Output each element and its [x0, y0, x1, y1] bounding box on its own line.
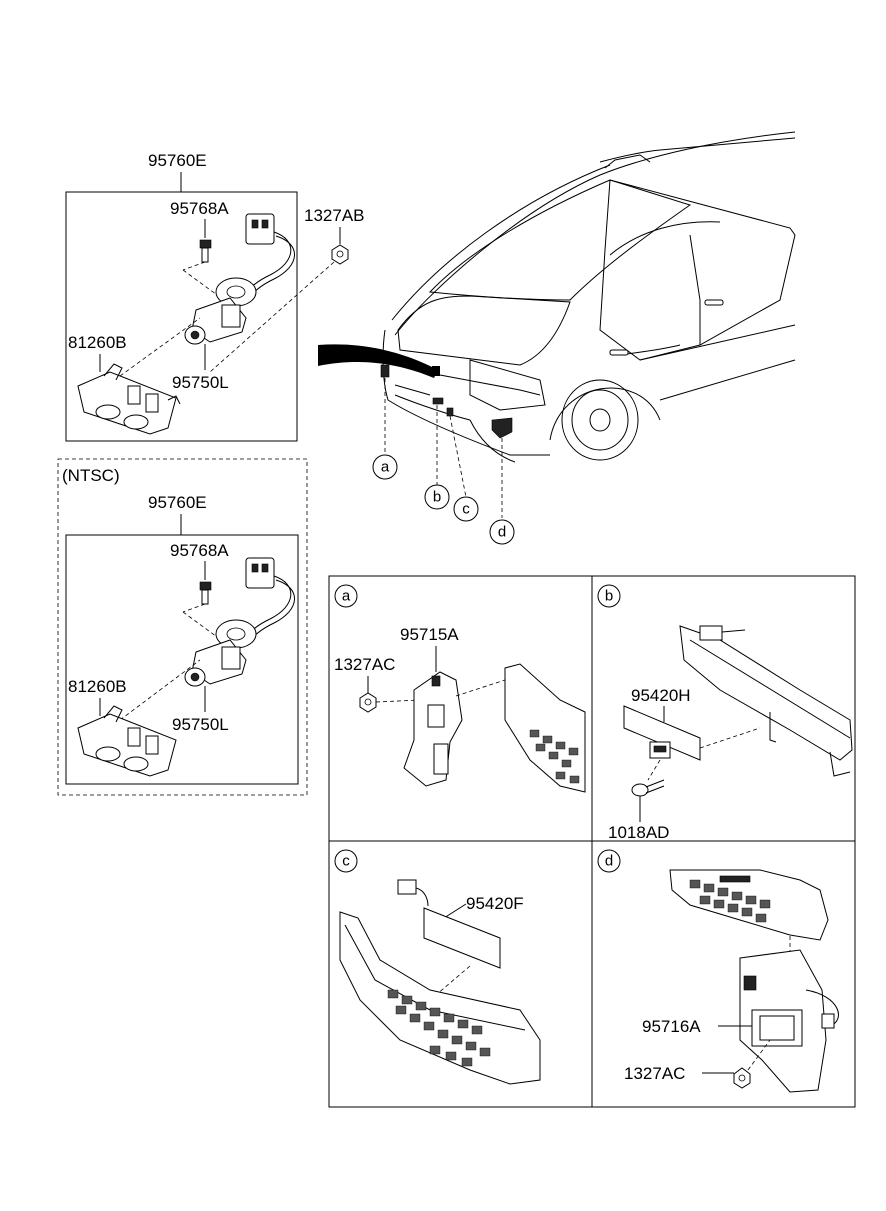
detail-panel-d: d 95716A 1327A — [597, 849, 839, 1093]
detail-panel-a: a 95715A 1327AC — [334, 584, 586, 793]
rear-panel-section-c — [339, 911, 541, 1085]
label-sensor-c[interactable]: 95420F — [466, 894, 524, 913]
label-nut-top[interactable]: 1327AB — [304, 206, 365, 225]
callout-a[interactable]: a — [372, 454, 398, 480]
detail-panel-b: b 95420H 1018AD — [597, 584, 853, 842]
panel-key-d: d — [597, 849, 621, 873]
svg-text:c: c — [342, 853, 350, 870]
label-ntsc-title: (NTSC) — [62, 466, 120, 485]
rear-panel-section-a — [504, 663, 586, 793]
marker-b — [432, 397, 444, 405]
panel-key-c: c — [334, 849, 358, 873]
bolt-icon — [199, 239, 212, 263]
label-camera-ntsc[interactable]: 95750L — [172, 715, 229, 734]
housing-icon — [77, 363, 181, 435]
label-assembly-ntsc[interactable]: 95760E — [148, 493, 207, 512]
rear-panel-section-d — [669, 869, 829, 941]
label-sensor-b[interactable]: 95420H — [631, 686, 691, 705]
bracket-icon — [739, 949, 839, 1093]
svg-text:a: a — [342, 588, 351, 605]
marker-c — [446, 407, 454, 417]
label-housing-top[interactable]: 81260B — [68, 333, 127, 352]
label-camera-top[interactable]: 95750L — [172, 373, 229, 392]
sensor-strip-icon — [397, 879, 501, 969]
screw-icon — [631, 779, 665, 797]
label-bolt-ntsc[interactable]: 95768A — [170, 541, 229, 560]
label-bolt-top[interactable]: 95768A — [170, 199, 229, 218]
svg-text:d: d — [498, 524, 506, 541]
label-bracket-d[interactable]: 95716A — [642, 1017, 701, 1036]
camera-group-top: 95760E 95768A 1327AB — [65, 151, 365, 442]
sensor-strip-icon — [623, 705, 701, 761]
nut-icon — [359, 692, 377, 713]
svg-text:a: a — [381, 459, 390, 476]
housing-icon — [77, 705, 177, 777]
callout-c[interactable]: c — [453, 496, 479, 522]
label-nut-d[interactable]: 1327AC — [624, 1064, 685, 1083]
marker-a — [380, 364, 390, 378]
nut-icon — [733, 1067, 751, 1089]
nut-icon — [331, 244, 349, 265]
ntsc-dashed-frame — [57, 458, 308, 796]
label-housing-ntsc[interactable]: 81260B — [68, 677, 127, 696]
camera-icon — [184, 619, 257, 687]
marker-d — [491, 417, 513, 439]
svg-text:b: b — [605, 588, 613, 605]
detail-grid — [328, 575, 856, 1108]
detail-panel-c: c 95420F — [334, 849, 541, 1085]
bolt-icon — [199, 581, 212, 605]
panel-key-a: a — [334, 584, 358, 608]
camera-location-pointer — [318, 344, 438, 378]
panel-key-b: b — [597, 584, 621, 608]
camera-icon — [184, 277, 257, 345]
group-box-ntsc — [65, 534, 299, 785]
callout-b[interactable]: b — [424, 484, 450, 510]
bracket-icon — [403, 671, 463, 787]
label-assembly-top[interactable]: 95760E — [148, 151, 207, 170]
group-box-top — [65, 191, 298, 442]
callout-d[interactable]: d — [489, 519, 515, 545]
dashed-guide-bolt-top — [182, 261, 206, 271]
svg-text:c: c — [462, 501, 470, 518]
label-bracket-a[interactable]: 95715A — [400, 625, 459, 644]
car-illustration — [318, 131, 796, 518]
label-screw-b[interactable]: 1018AD — [608, 823, 669, 842]
label-nut-a[interactable]: 1327AC — [334, 655, 395, 674]
svg-text:d: d — [605, 853, 613, 870]
camera-group-ntsc: (NTSC) 95760E 95768A 81260B — [57, 458, 308, 796]
svg-text:b: b — [433, 489, 441, 506]
bumper-beam-icon — [679, 625, 853, 777]
